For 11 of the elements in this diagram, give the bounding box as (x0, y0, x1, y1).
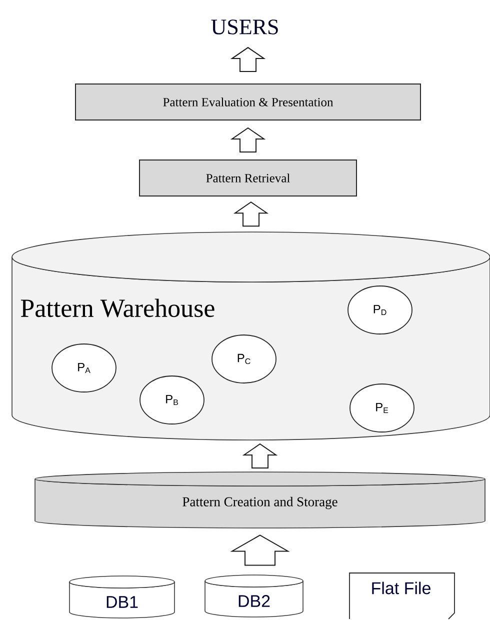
process-box: Pattern Evaluation & Presentation (75, 84, 421, 120)
block-arrow (230, 46, 266, 72)
block-arrow (230, 127, 266, 152)
database-cylinder: DB1 (69, 576, 175, 618)
database-cylinder: DB2 (204, 574, 304, 618)
block-arrow (242, 443, 278, 468)
title-text: USERS (211, 20, 278, 34)
block-arrow (233, 202, 269, 227)
block-arrow (230, 534, 290, 566)
process-box: Pattern Retrieval (139, 160, 357, 196)
creation-cylinder: Pattern Creation and Storage (34, 472, 486, 528)
